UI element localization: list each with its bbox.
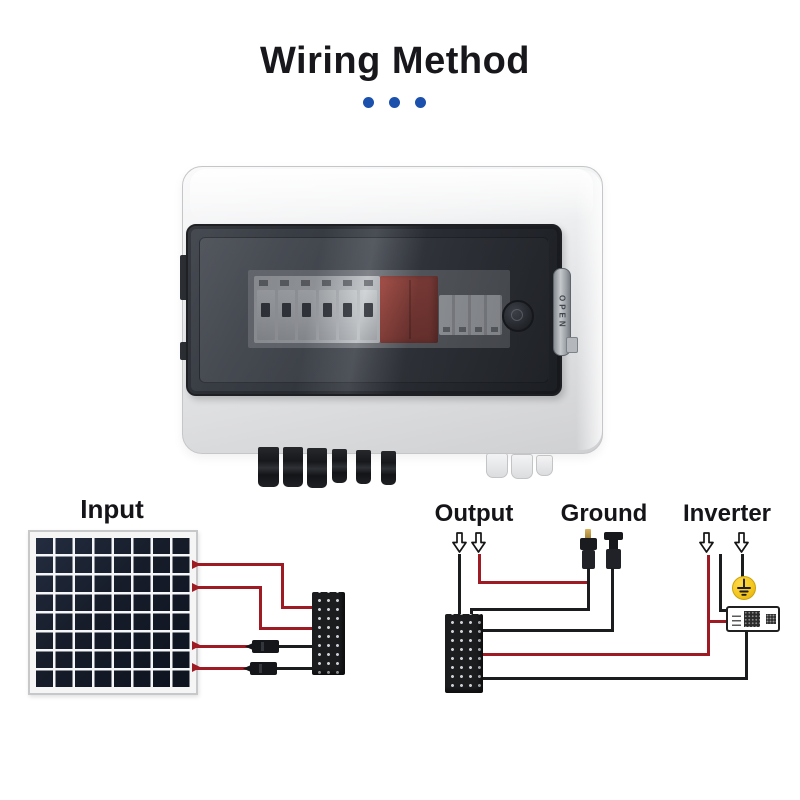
mc4-gland	[332, 449, 347, 483]
down-arrow-icon	[699, 532, 714, 553]
inverter-label: Inverter	[682, 500, 772, 527]
wire-segment	[719, 609, 728, 612]
output-breaker-module	[439, 295, 502, 335]
transparent-lid	[186, 224, 562, 396]
lid-hinge	[180, 255, 189, 300]
cable-gland	[486, 453, 508, 478]
down-arrow-icon	[471, 532, 486, 553]
wire-segment	[745, 629, 748, 680]
inverter-qr-code	[744, 611, 760, 627]
accent-dot	[388, 97, 400, 108]
mc4-connector-neck	[609, 540, 618, 551]
wire-segment	[483, 653, 710, 656]
mc4-gland	[258, 447, 279, 487]
wire-segment	[478, 581, 590, 584]
cable-gland	[536, 455, 553, 476]
wire-segment	[259, 627, 313, 630]
latch-tab	[566, 337, 578, 353]
wire-segment	[741, 554, 744, 578]
circuit-breaker	[339, 290, 357, 340]
rotary-switch-knob	[502, 300, 534, 332]
output-terminal-block	[445, 614, 483, 693]
earth-glyph	[737, 578, 751, 596]
wire-segment	[483, 629, 614, 632]
lid-hinge	[180, 342, 189, 360]
wire-segment	[707, 620, 727, 623]
breaker-toggle	[322, 303, 332, 317]
dc-breaker-group	[254, 276, 380, 343]
title-accent-dots	[0, 97, 788, 108]
wire-segment	[470, 608, 473, 617]
page-title: Wiring Method	[260, 40, 530, 82]
solar-panel-cells	[36, 538, 190, 687]
input-label: Input	[80, 494, 144, 524]
accent-dot	[362, 97, 374, 108]
enclosure-right-facet	[576, 170, 602, 450]
pv-combiner-box: OPEN	[180, 166, 603, 488]
wire-segment	[458, 554, 461, 616]
wire-segment	[483, 677, 748, 680]
inverter-qr-code	[766, 614, 776, 624]
breaker-label-strip	[259, 280, 375, 286]
wire-segment	[470, 608, 590, 611]
down-arrow-icon	[734, 532, 749, 553]
input-terminal-block	[312, 592, 345, 675]
wire-segment	[611, 568, 614, 632]
lid-latch: OPEN	[553, 268, 571, 356]
wire-segment	[194, 667, 255, 670]
wire-segment	[281, 563, 284, 609]
mc4-connector-body	[582, 550, 595, 569]
mc4-connector-icon	[604, 532, 623, 540]
breaker-row	[257, 290, 377, 340]
mc4-connector-pin	[585, 529, 591, 540]
down-arrow-icon	[452, 532, 467, 553]
output-label: Output	[434, 500, 514, 527]
mc4-gland	[307, 448, 327, 488]
mc4-connector-icon	[580, 538, 597, 550]
inverter-label-lines	[732, 613, 741, 626]
wire-segment	[259, 586, 262, 630]
wire-segment	[194, 645, 256, 648]
breaker-toggle	[343, 303, 353, 317]
ground-label: Ground	[560, 500, 648, 527]
mc4-connector-body	[606, 549, 621, 569]
wire-segment	[194, 586, 262, 589]
inverter-unit	[726, 606, 780, 632]
circuit-breaker	[277, 290, 295, 340]
wire-segment	[281, 606, 313, 609]
breaker-toggle	[281, 303, 291, 317]
surge-protector-module	[380, 276, 438, 343]
wire-segment	[587, 568, 590, 611]
mc4-gland	[381, 451, 396, 485]
mc4-connector-icon	[250, 662, 277, 675]
wire-segment	[274, 667, 313, 670]
wire-segment	[707, 555, 710, 656]
circuit-breaker	[257, 290, 275, 340]
latch-open-label: OPEN	[557, 294, 567, 330]
mc4-gland	[283, 447, 303, 487]
wire-segment	[194, 563, 284, 566]
circuit-breaker	[298, 290, 316, 340]
solar-panel	[28, 530, 198, 695]
wire-segment	[276, 645, 313, 648]
breaker-toggle	[363, 303, 373, 317]
enclosure-top-highlight	[190, 169, 593, 221]
accent-dot	[414, 97, 426, 108]
ground-symbol-icon	[732, 576, 756, 600]
cable-gland	[511, 454, 533, 479]
circuit-breaker	[359, 290, 377, 340]
breaker-toggle	[302, 303, 312, 317]
circuit-breaker	[318, 290, 336, 340]
wire-segment	[478, 554, 481, 584]
mc4-connector-icon	[252, 640, 279, 653]
mc4-gland	[356, 450, 371, 484]
wire-segment	[719, 554, 722, 612]
breaker-toggle	[261, 303, 271, 317]
